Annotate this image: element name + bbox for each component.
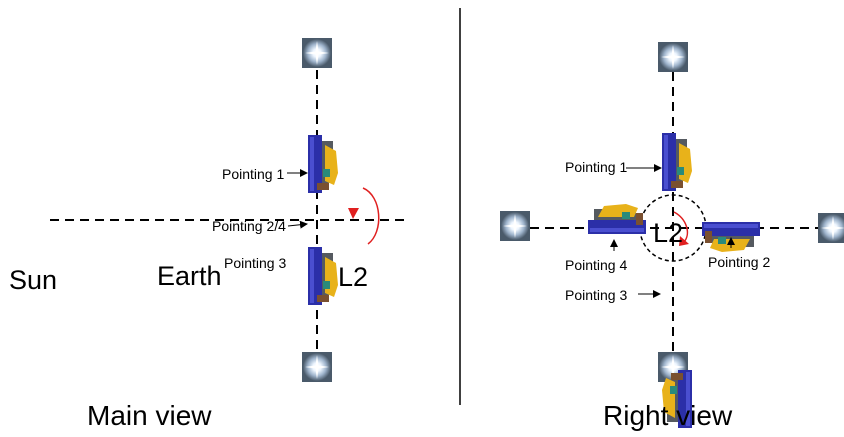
main-spacecraft-pointing-3-icon (308, 247, 338, 305)
right-rotation-arrowhead-icon (679, 236, 689, 246)
right-spacecraft-pointing-4-icon (588, 204, 646, 234)
right-star-right-icon (818, 213, 844, 243)
right-rotation-arrow-icon (673, 211, 689, 243)
right-view-title: Right view (603, 400, 733, 431)
main-star-bottom-icon (302, 352, 332, 382)
right-spacecraft-pointing-1-icon (662, 133, 692, 191)
right-star-left-icon (500, 211, 530, 241)
main-view-title: Main view (87, 400, 212, 431)
main-pointing-2-4-label: Pointing 2/4 (212, 218, 286, 234)
main-pointing-3-label: Pointing 3 (224, 255, 286, 271)
right-l2-label: L2 (653, 218, 683, 248)
earth-label: Earth (157, 261, 222, 291)
main-rotation-arrowhead-icon (348, 208, 359, 219)
right-pointing-2-label: Pointing 2 (708, 254, 770, 270)
main-pointer-2-arrow (287, 220, 308, 229)
sun-label: Sun (9, 265, 57, 295)
right-pointing-4-label: Pointing 4 (565, 257, 627, 273)
right-view: Pointing 1 Pointing 2 Pointing 3 Pointin… (500, 42, 844, 431)
main-rotation-arrow-icon (362, 187, 380, 245)
right-pointing-3-label: Pointing 3 (565, 287, 627, 303)
main-pointing-1-label: Pointing 1 (222, 166, 284, 182)
main-l2-label: L2 (338, 262, 368, 292)
right-pointing-1-label: Pointing 1 (565, 159, 627, 175)
right-star-top-icon (658, 42, 688, 72)
main-spacecraft-pointing-1-icon (308, 135, 338, 193)
main-view: Pointing 1 Pointing 2/4 Pointing 3 Sun E… (9, 38, 404, 431)
main-star-top-icon (302, 38, 332, 68)
